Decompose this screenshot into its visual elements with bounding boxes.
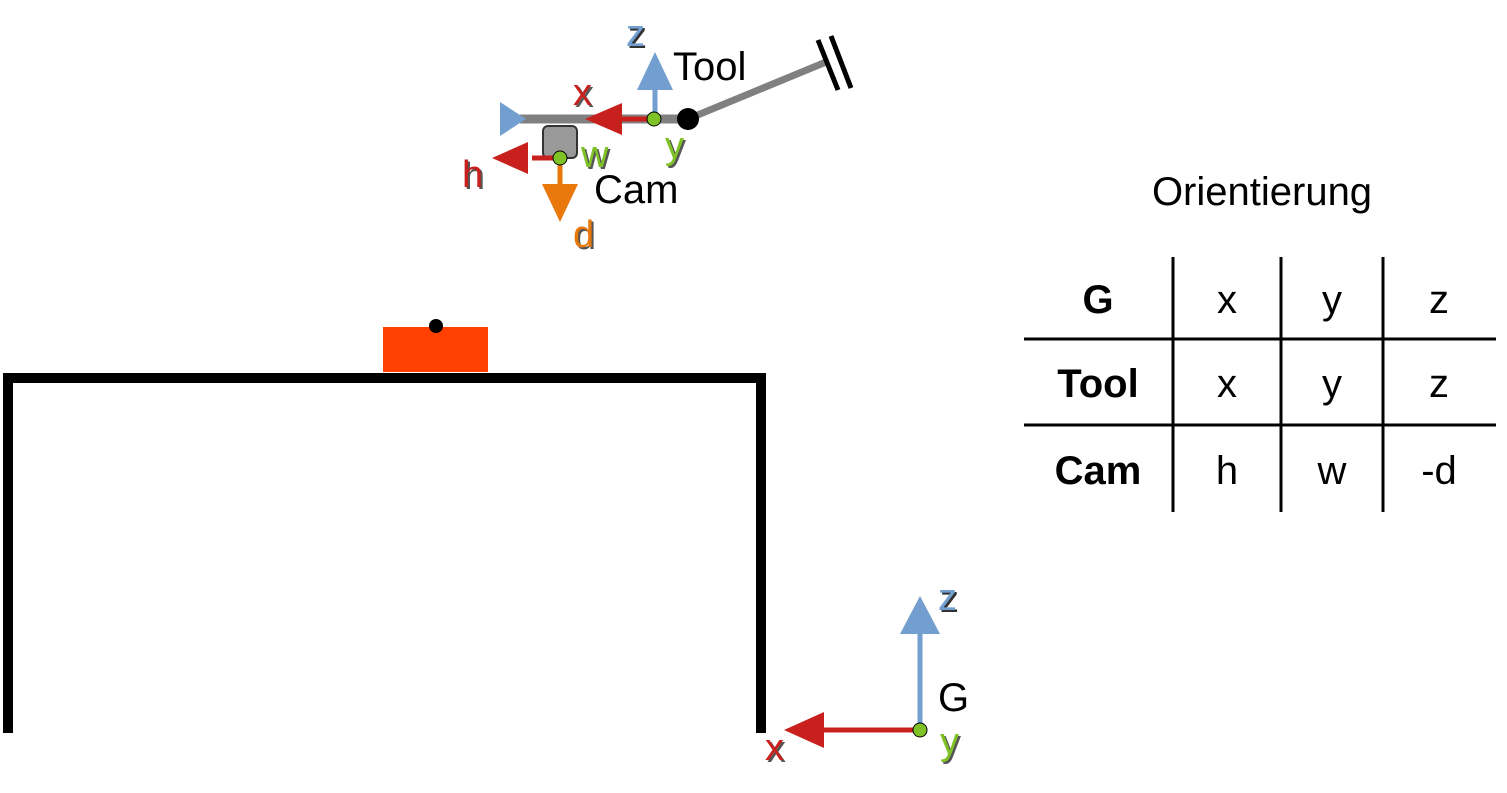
ground-x-arrowhead <box>784 712 824 748</box>
tool-frame: x x z z y y Tool <box>573 13 746 169</box>
tool-y-label: y <box>665 125 684 167</box>
tool-z-arrowhead <box>637 52 673 90</box>
table-cell: h <box>1216 449 1238 493</box>
ground-z-label-shadow: z <box>940 579 959 621</box>
tool-z-label: z <box>626 13 645 55</box>
ground-x-label: x <box>765 727 784 769</box>
cam-d-label-shadow: d <box>575 216 596 258</box>
ground-z-arrowhead <box>900 596 940 634</box>
table-title: Orientierung <box>1152 170 1372 214</box>
arm-link <box>686 58 828 123</box>
table-cell: x <box>1217 362 1237 406</box>
ground-y-label: y <box>940 721 959 763</box>
cam-h-label: h <box>462 154 483 196</box>
tool-origin-dot <box>646 111 662 127</box>
table-cell: -d <box>1421 449 1457 493</box>
ground-origin-dot <box>912 722 928 738</box>
ground-x-label-shadow: x <box>767 729 786 771</box>
table-cell: y <box>1322 362 1342 406</box>
table-cell: w <box>1317 449 1347 493</box>
table-row-cam-header: Cam <box>1055 449 1142 493</box>
orientation-table: Orientierung G x y z Tool x y z Cam h w … <box>1024 170 1496 512</box>
arm-joint <box>677 108 699 130</box>
arm-cut-mark-1 <box>815 39 841 91</box>
cam-w-label: w <box>580 134 609 176</box>
ground-z-label: z <box>938 577 957 619</box>
ground-y-label-shadow: y <box>942 723 961 765</box>
workpiece-origin-dot <box>429 319 443 333</box>
tool-x-label: x <box>573 72 592 114</box>
ground-frame: x x z z y y G <box>765 577 969 771</box>
workpiece <box>383 319 488 372</box>
table-cell: y <box>1322 278 1342 322</box>
tool-frame-label: Tool <box>673 45 746 89</box>
cam-frame-label: Cam <box>594 168 678 212</box>
support-frame <box>3 373 766 733</box>
cam-h-arrowhead <box>492 142 528 174</box>
cam-d-label: d <box>573 214 594 256</box>
cam-origin-dot <box>552 150 568 166</box>
table-cell: x <box>1217 278 1237 322</box>
cam-d-arrowhead <box>542 184 578 222</box>
arm-cut-mark-2 <box>828 35 854 89</box>
tool-z-label-shadow: z <box>628 15 647 57</box>
tool-tip-icon <box>500 102 526 136</box>
tool-x-label-shadow: x <box>575 74 594 116</box>
table-cell: z <box>1429 362 1449 406</box>
table-cell: z <box>1429 278 1449 322</box>
cam-h-label-shadow: h <box>464 156 485 198</box>
ground-frame-label: G <box>938 676 969 720</box>
workpiece-block <box>383 327 488 372</box>
tool-y-label-shadow: y <box>667 127 686 169</box>
camera: h h w w d d Cam <box>462 125 678 258</box>
tool-x-arrowhead <box>585 103 622 135</box>
table-row-g-header: G <box>1082 278 1113 322</box>
table-row-tool-header: Tool <box>1057 362 1138 406</box>
cam-w-label-shadow: w <box>582 136 611 178</box>
